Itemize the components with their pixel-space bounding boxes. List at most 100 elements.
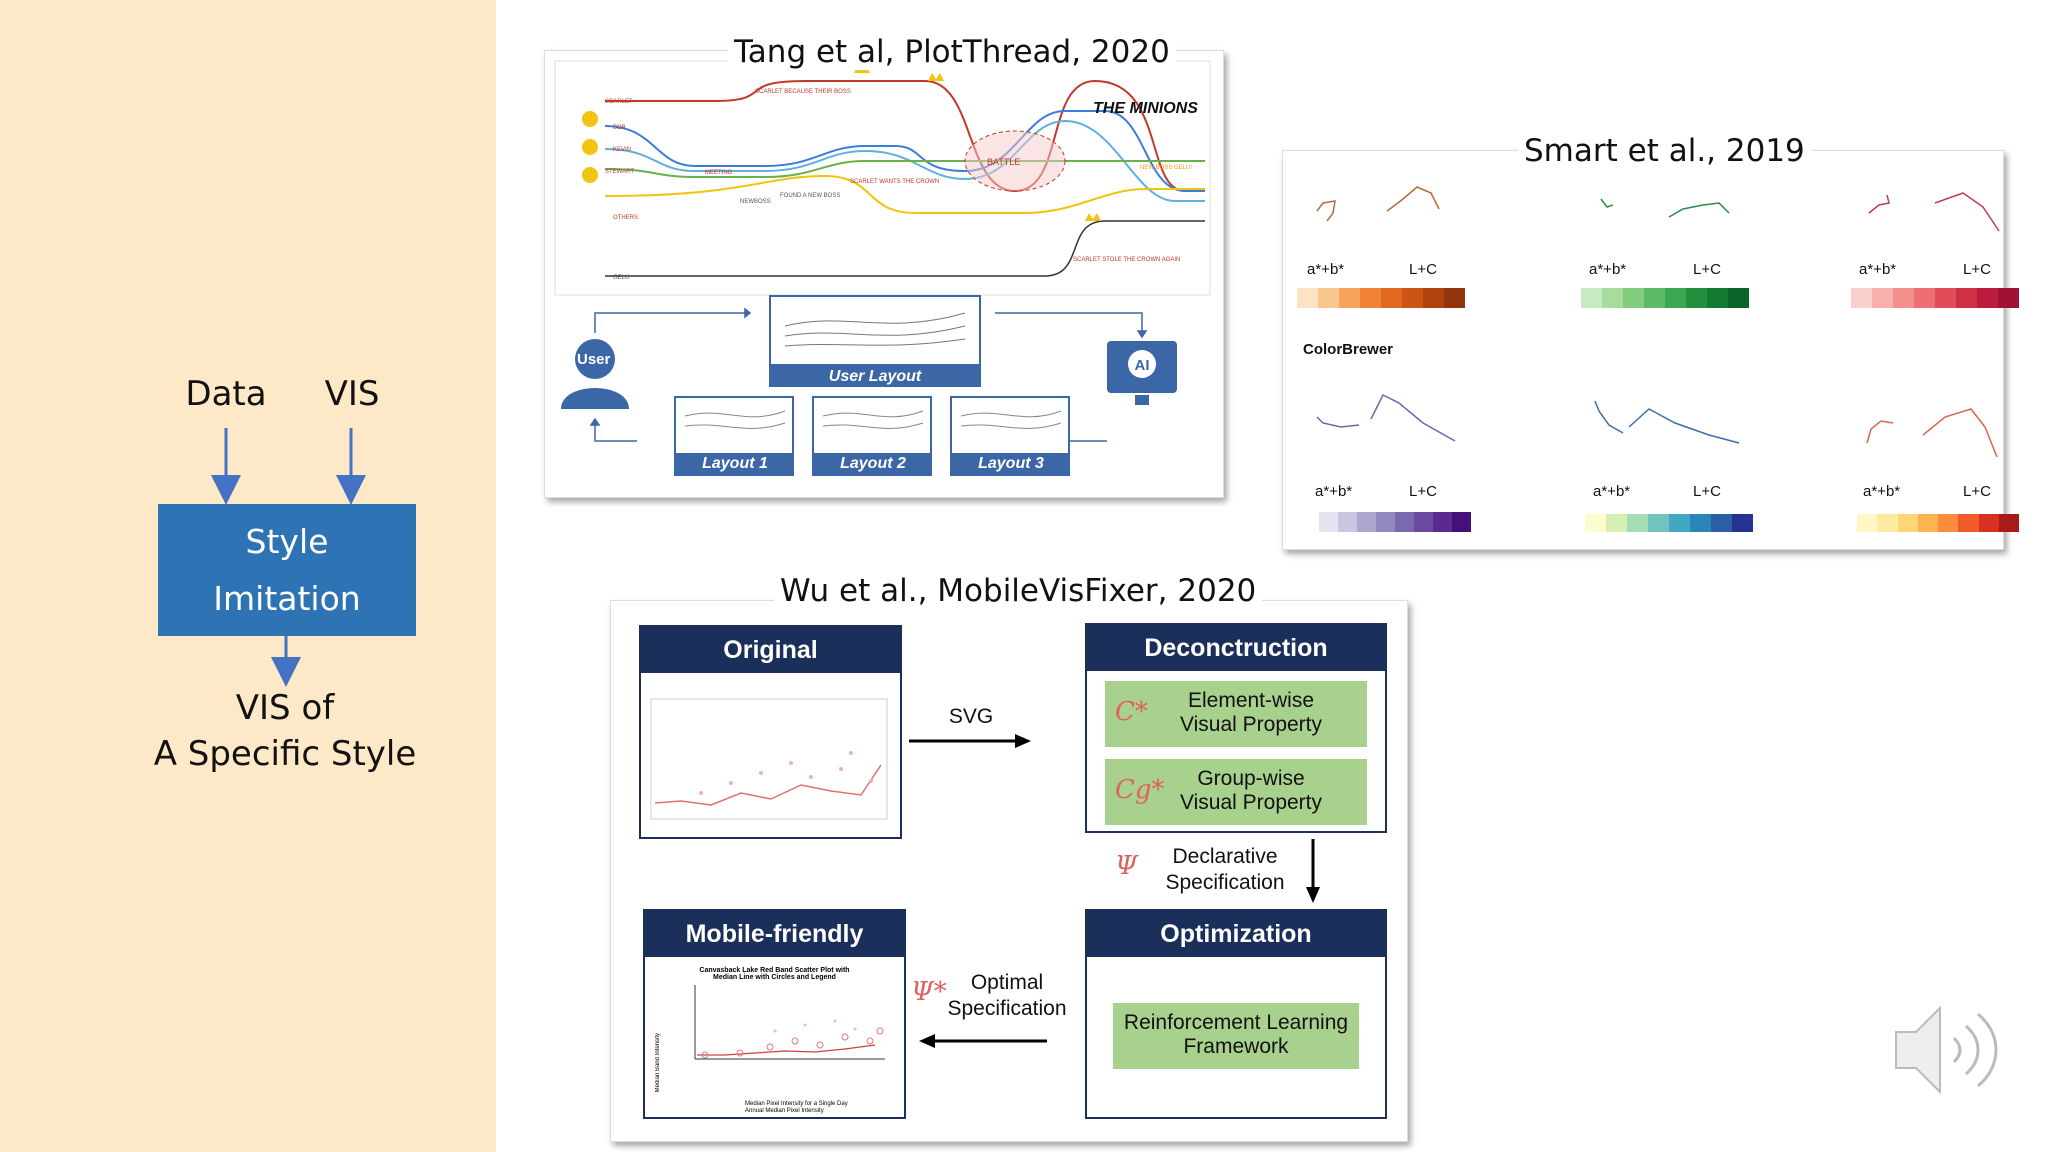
colorbrewer-label: ColorBrewer	[1303, 341, 1394, 358]
story-title: THE MINIONS	[1093, 100, 1198, 117]
color-ramp-purple	[1319, 512, 1471, 532]
minion-icon	[582, 167, 598, 183]
char-others: OTHERS	[613, 215, 638, 221]
psi-star-symbol: Ψ*	[911, 977, 947, 1007]
optimization-box: Optimization Reinforcement Learning Fram…	[1085, 909, 1387, 1119]
color-swatch	[1893, 288, 1914, 308]
color-ramp-ylgnbu	[1585, 514, 1753, 532]
vis-label: VIS	[324, 374, 380, 414]
color-swatch	[1585, 514, 1606, 532]
plotthread-title: Tang et al, PlotThread, 2020	[728, 34, 1176, 70]
color-swatch	[1338, 512, 1357, 532]
color-swatch	[1627, 514, 1648, 532]
plotthread-card: BATTLE THE MINIONS SCARLET BOB KEVIN STE…	[544, 50, 1224, 498]
battle-region	[964, 130, 1066, 192]
storyline-others	[604, 174, 1205, 214]
color-swatch	[1998, 514, 2019, 532]
axis-lc-6: L+C	[1963, 483, 1991, 500]
group-wise-box: Group-wise Visual Property	[1105, 759, 1367, 825]
char-scarlet: SCARLET	[605, 99, 633, 105]
color-swatch	[1707, 288, 1728, 308]
group-wise-line-1: Group-wise	[1197, 767, 1305, 790]
event-4: SCARLET WANTS THE CROWN	[850, 179, 939, 185]
color-swatch	[1319, 512, 1338, 532]
color-swatch	[1686, 288, 1707, 308]
event-0: SCARLET BECAUSE THEIR BOSS	[755, 89, 851, 95]
original-box: Original	[639, 625, 902, 839]
color-swatch	[1444, 288, 1465, 308]
color-swatch	[1998, 288, 2019, 308]
storyline-stewart	[604, 160, 1205, 178]
declarative-line-1: Declarative	[1172, 845, 1278, 868]
color-swatch	[1877, 514, 1898, 532]
mini-ylabel: Median Band Intensity	[655, 1033, 661, 1093]
rl-box: Reinforcement Learning Framework	[1113, 1003, 1359, 1069]
storyline-kevin	[604, 119, 1205, 202]
axis-lc-3: L+C	[1963, 261, 1991, 278]
color-swatch	[1857, 514, 1878, 532]
mobile-friendly-header: Mobile-friendly	[645, 911, 904, 957]
speaker-icon[interactable]	[1890, 1000, 2010, 1100]
color-swatch	[1851, 288, 1872, 308]
color-swatch	[1958, 514, 1979, 532]
color-swatch	[1728, 288, 1749, 308]
storyline-gelu	[605, 220, 1205, 277]
color-swatch	[1665, 288, 1686, 308]
char-kevin: KEVIN	[613, 147, 631, 153]
ai-label: AI	[1135, 357, 1150, 374]
mobile-chart-thumbnail	[694, 985, 885, 1060]
layout-2-label: Layout 2	[814, 453, 932, 475]
user-icon	[561, 339, 629, 409]
axis-ab-5: a*+b*	[1593, 483, 1631, 500]
svg-label: SVG	[948, 705, 994, 728]
axis-lc-5: L+C	[1693, 483, 1721, 500]
original-chart-thumbnail	[650, 698, 888, 820]
color-swatch	[1423, 288, 1444, 308]
box-line-1: Style	[245, 522, 329, 561]
element-wise-line-2: Visual Property	[1179, 713, 1323, 736]
axis-lc-1: L+C	[1409, 261, 1437, 278]
user-layout-label: User Layout	[829, 368, 922, 385]
event-battle: BATTLE	[987, 157, 1020, 167]
element-wise-box: Element-wise Visual Property	[1105, 681, 1367, 747]
color-swatch	[1318, 288, 1339, 308]
char-stewart: STEWART	[605, 169, 634, 175]
color-swatch	[1376, 512, 1395, 532]
color-swatch	[1297, 288, 1318, 308]
axis-ab-2: a*+b*	[1589, 261, 1627, 278]
color-swatch	[1917, 514, 1938, 532]
mini-legend-1: Median Pixel Intensity for a Single Day	[745, 1101, 848, 1107]
color-swatch	[1711, 514, 1732, 532]
color-swatch	[1414, 512, 1433, 532]
color-swatch	[1395, 512, 1414, 532]
rl-line-2: Framework	[1183, 1035, 1289, 1058]
color-swatch	[1690, 514, 1711, 532]
deconstruction-header: Deconctruction	[1087, 625, 1385, 671]
color-swatch	[1581, 288, 1602, 308]
minion-icons	[582, 111, 598, 183]
color-swatch	[1339, 288, 1360, 308]
mini-title-2: Median Line with Circles and Legend	[713, 974, 836, 981]
color-swatch	[1623, 288, 1644, 308]
box-line-2: Imitation	[213, 579, 361, 618]
axis-ab-1: a*+b*	[1307, 261, 1345, 278]
color-ramp-red	[1851, 288, 2019, 308]
optimization-header: Optimization	[1087, 911, 1385, 957]
optimal-arrow	[919, 1034, 1047, 1048]
c-star-symbol: C*	[1115, 697, 1148, 727]
color-swatch	[1956, 288, 1977, 308]
output-line-2: A Specific Style	[153, 734, 417, 774]
color-swatch	[1381, 288, 1402, 308]
mobile-friendly-box: Mobile-friendly Canvasback Lake Red Band…	[643, 909, 906, 1119]
axis-ab-3: a*+b*	[1859, 261, 1897, 278]
declarative-arrow	[1306, 839, 1320, 903]
style-imitation-box: Style Imitation	[158, 504, 416, 636]
color-swatch	[1602, 288, 1623, 308]
color-ramp-orange	[1297, 288, 1465, 308]
axis-ab-4: a*+b*	[1315, 483, 1353, 500]
output-line-1: VIS of	[235, 688, 335, 728]
color-swatch	[1935, 288, 1956, 308]
mini-legend-2: Annual Median Pixel Intensity	[745, 1108, 824, 1114]
color-swatch	[1872, 288, 1893, 308]
mvf-card: Original SVG Deconctruction Element-wise…	[610, 600, 1408, 1142]
